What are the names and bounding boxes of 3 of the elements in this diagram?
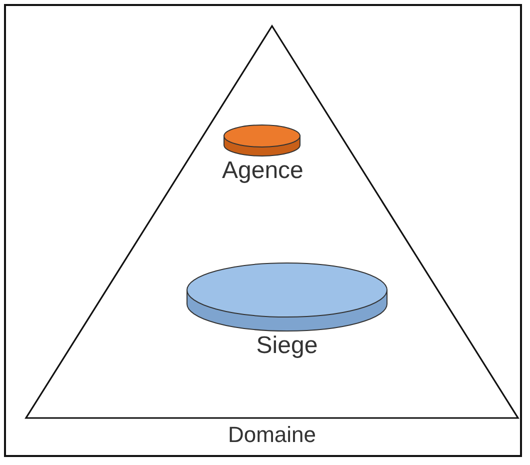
node-label: Agence [222,157,302,185]
domain-label: Domaine [226,422,318,448]
node-label: Siege [255,332,319,360]
